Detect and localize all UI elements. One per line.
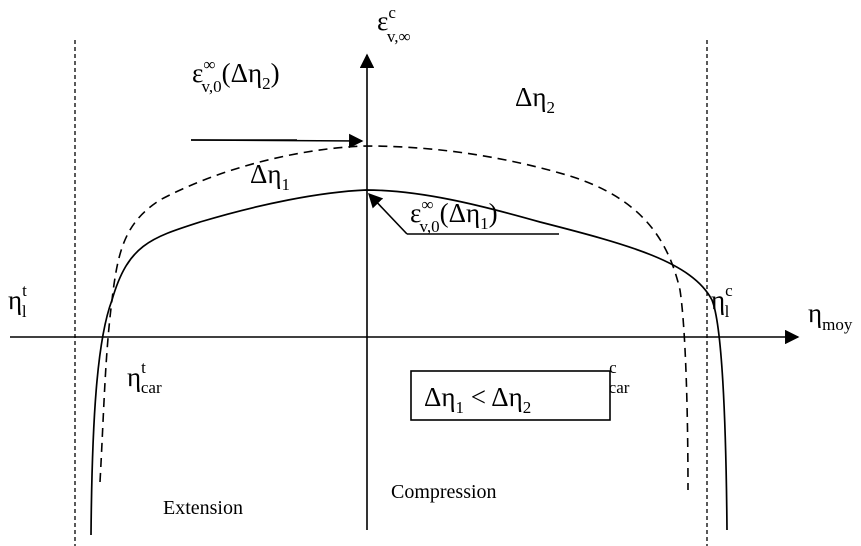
peak-dashed-arrow <box>190 133 364 149</box>
compression-label: Compression <box>391 481 497 503</box>
peak-solid-arrow <box>368 192 408 235</box>
inequality-box <box>410 370 611 421</box>
peak-dashed-label: ε∞v,0(Δη2) <box>192 55 280 96</box>
extension-label: Extension <box>163 497 243 519</box>
peak-solid-label: ε∞v,0(Δη1) <box>410 195 498 236</box>
inequality-text: Δη1 < Δη2 <box>424 382 531 417</box>
solid-curve <box>90 189 728 536</box>
dashed-curve-label: Δη2 <box>515 82 555 117</box>
dashed-curve <box>99 145 689 491</box>
x-axis-label: ηmoy <box>808 298 853 334</box>
solid-curve-label: Δη1 <box>250 159 290 194</box>
